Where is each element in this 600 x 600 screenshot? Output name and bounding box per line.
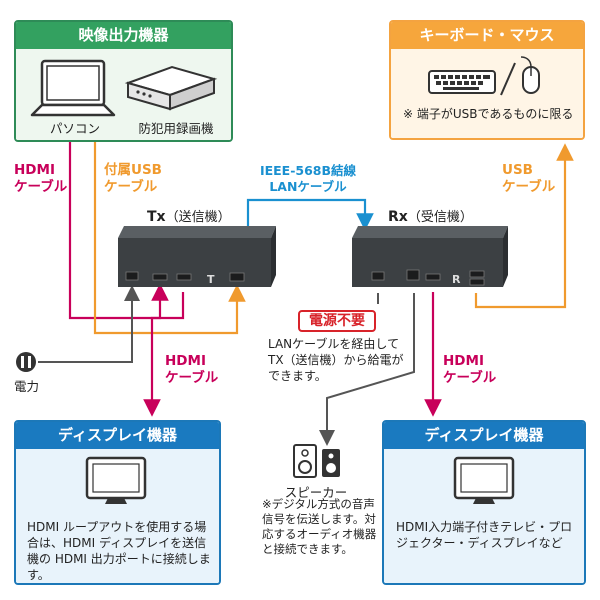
display-right-note: HDMI入力端子付きテレビ・プロジェクター・ディスプレイなど [396, 520, 573, 550]
rx-port-r-label: R [452, 273, 461, 286]
usb-cable-tx-line [93, 142, 246, 335]
pc-label: パソコン [49, 121, 100, 136]
monitor-icon [453, 456, 515, 504]
tx-title: Tx（送信機） [147, 209, 231, 225]
power-line [38, 285, 140, 363]
audio-cable-line [319, 293, 415, 446]
video-output-devices-panel: 映像出力機器 パソコン 防犯用録画機 [14, 20, 233, 142]
hdmi-cable-input-line [68, 142, 169, 320]
display-devices-panel-left: ディスプレイ機器 HDMI ループアウトを使用する場合は、HDMI ディスプレイ… [14, 420, 221, 585]
mouse-icon [520, 56, 540, 94]
lan-cable-line [246, 198, 374, 231]
laptop-icon [30, 59, 116, 117]
monitor-icon [85, 456, 147, 504]
keyboard-mouse-panel: キーボード・マウス ※ 端子がUSBであるものに限る [389, 20, 585, 140]
usb-cable-rx-line [474, 143, 574, 309]
keyboard-usb-note: ※ 端子がUSBであるものに限る [403, 107, 574, 121]
tx-port-t-label: T [207, 273, 215, 286]
power-supply-note: LANケーブルを経由してTX（送信機）から給電ができます。 [268, 337, 404, 383]
no-power-required-badge: 電源不要 [298, 310, 376, 332]
speaker-label: スピーカー [284, 485, 348, 500]
power-plug-icon [16, 352, 36, 372]
keyboard-mouse-icons [428, 56, 540, 96]
tx-transmitter-device [118, 226, 276, 287]
display-devices-title-right: ディスプレイ機器 [384, 422, 584, 449]
rx-receiver-device [352, 226, 508, 287]
keyboard-mouse-title: キーボード・マウス [391, 22, 583, 49]
speaker-note: ※デジタル方式の音声信号を伝送します。対応するオーディオ機器と接続できます。 [262, 497, 377, 556]
slash-divider-icon [500, 62, 516, 96]
display-devices-title-left: ディスプレイ機器 [16, 422, 219, 449]
power-label: 電力 [14, 379, 40, 394]
recorder-icon [124, 65, 218, 111]
display-devices-panel-right: ディスプレイ機器 HDMI入力端子付きテレビ・プロジェクター・ディスプレイなど [382, 420, 586, 585]
keyboard-icon [428, 70, 496, 94]
recorder-label: 防犯用録画機 [138, 121, 214, 136]
speaker-icon [293, 444, 340, 478]
pc-and-recorder-icons [30, 59, 218, 117]
hdmi-cable-tx-out-line [143, 292, 185, 417]
display-left-note: HDMI ループアウトを使用する場合は、HDMI ディスプレイを送信機の HDM… [27, 520, 211, 582]
rx-title: Rx（受信機） [388, 209, 473, 225]
video-output-devices-title: 映像出力機器 [16, 22, 231, 49]
